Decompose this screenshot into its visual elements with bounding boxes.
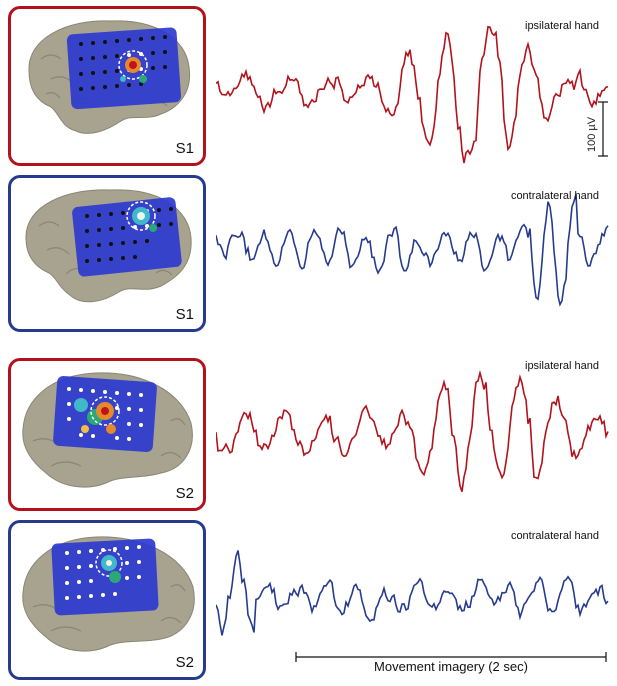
subject-label: S1 bbox=[175, 140, 194, 157]
ecog-trace-s2-contralateral bbox=[216, 550, 609, 636]
brain-panel-s2-ipsilateral: S2 bbox=[8, 358, 206, 511]
ecog-trace-s1-ipsilateral bbox=[216, 25, 609, 164]
brain-panel-s1-ipsilateral: S1 bbox=[8, 6, 206, 166]
brain-render-icon bbox=[25, 189, 192, 303]
brain-panel-s2-contralateral: S2 bbox=[8, 520, 206, 680]
subject-label: S2 bbox=[175, 485, 194, 502]
brain-render-icon bbox=[28, 20, 191, 134]
scale-bar-label: 100 µV bbox=[586, 116, 598, 152]
ecog-trace-s1-contralateral bbox=[216, 193, 609, 307]
brain-render-icon bbox=[22, 536, 195, 652]
time-scale-bar bbox=[295, 652, 607, 662]
condition-label: ipsilateral hand bbox=[525, 360, 599, 372]
condition-label: contralateral hand bbox=[510, 530, 599, 542]
time-bar-label: Movement imagery (2 sec) bbox=[374, 659, 528, 674]
condition-label: contralateral hand bbox=[510, 190, 599, 202]
subject-label: S2 bbox=[175, 654, 194, 671]
amplitude-scale-bar bbox=[598, 101, 608, 157]
condition-label: ipsilateral hand bbox=[525, 20, 599, 32]
ecog-trace-s2-ipsilateral bbox=[216, 369, 609, 492]
brain-render-icon bbox=[22, 372, 193, 488]
subject-label: S1 bbox=[175, 306, 194, 323]
brain-panel-s1-contralateral: S1 bbox=[8, 175, 206, 332]
